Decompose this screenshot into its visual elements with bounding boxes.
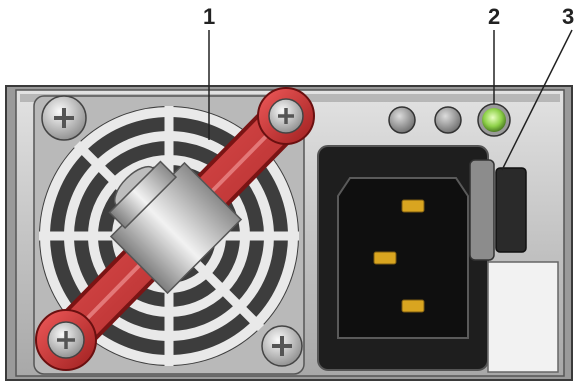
screw-icon <box>42 96 86 140</box>
screw-icon <box>262 326 302 366</box>
power-led-icon <box>478 104 510 136</box>
callout-2: 2 <box>488 4 500 29</box>
callout-1: 1 <box>203 4 215 29</box>
callout-3: 3 <box>562 4 574 29</box>
ac-inlet-icon[interactable] <box>318 146 488 370</box>
